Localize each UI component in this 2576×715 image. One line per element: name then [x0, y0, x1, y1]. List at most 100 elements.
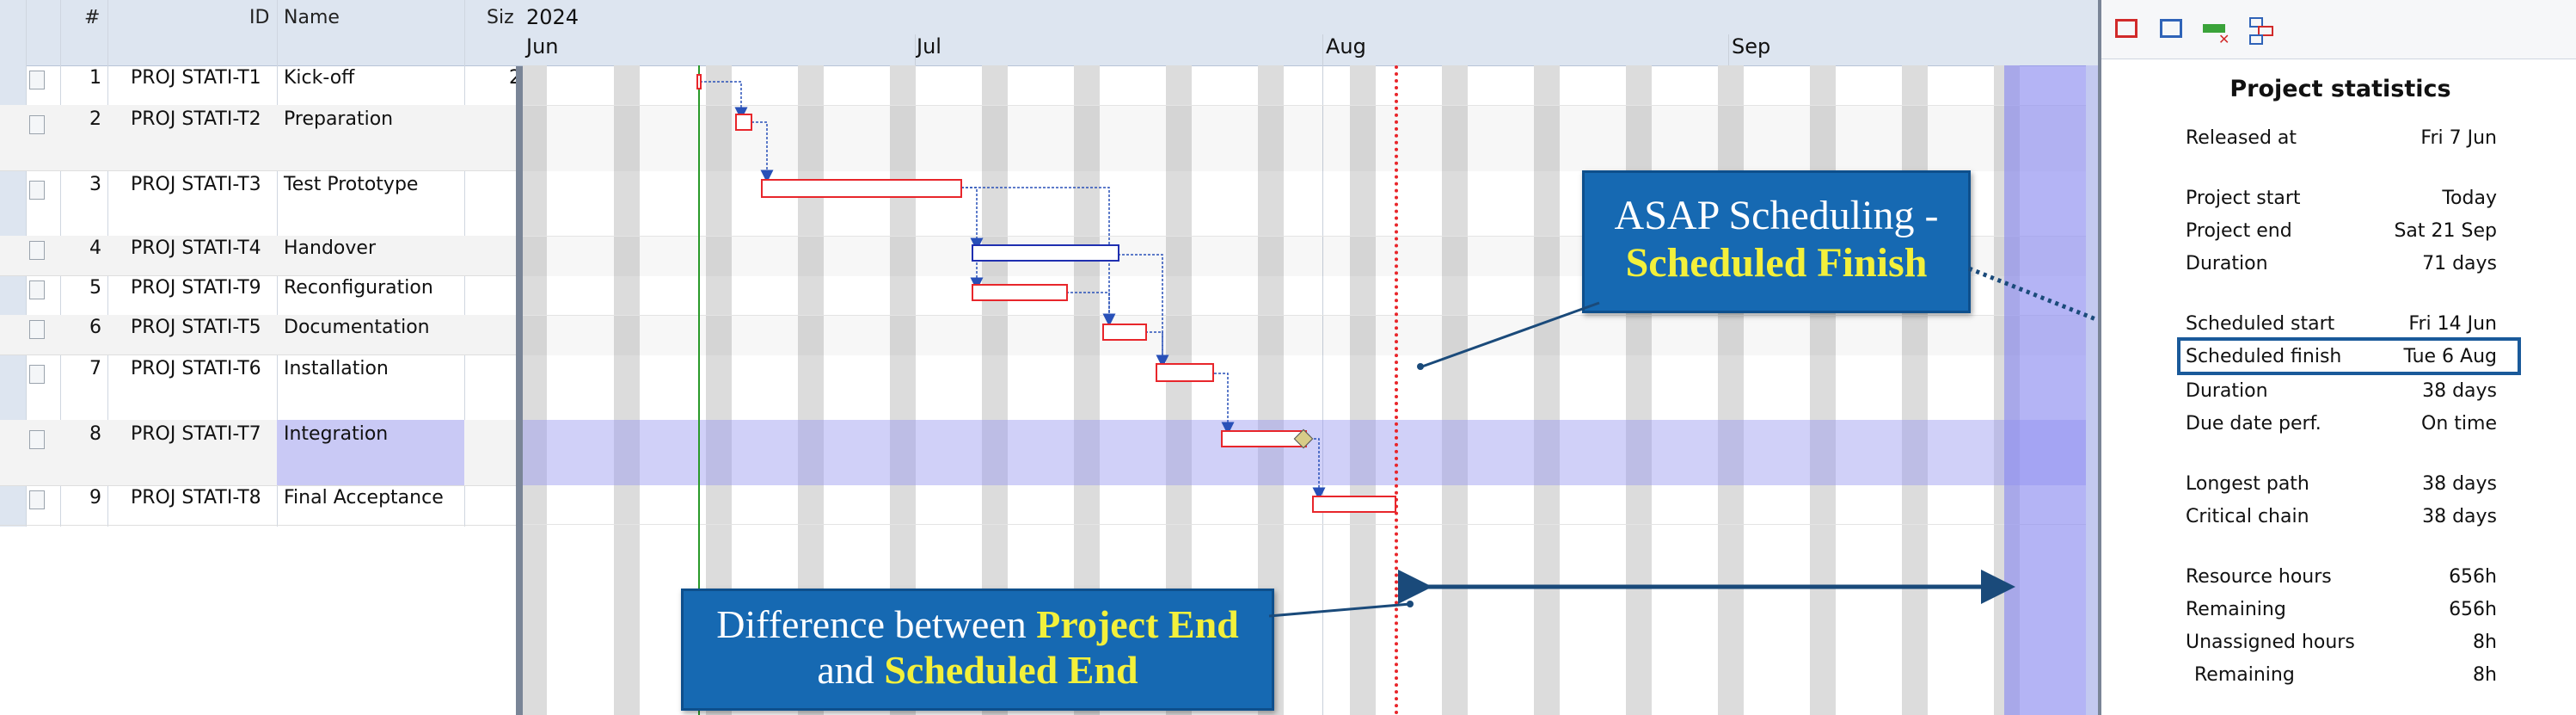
- timeline-month: Aug: [1326, 34, 1366, 59]
- callout-line: ASAP Scheduling -: [1614, 193, 1939, 238]
- task-bar-test-prototype[interactable]: [761, 179, 962, 198]
- task-bar-documentation[interactable]: [1102, 324, 1147, 341]
- weekend-stripe: [1534, 65, 1560, 715]
- row-number: 8: [89, 423, 101, 445]
- task-id: PROJ STATI-T8: [131, 487, 261, 509]
- stat-label: Critical chain: [2186, 506, 2309, 527]
- document-icon: [29, 241, 45, 260]
- stat-label: Unassigned hours: [2186, 632, 2355, 653]
- table-row[interactable]: 4 PROJ STATI-T4 Handover: [0, 236, 516, 276]
- task-name[interactable]: Test Prototype: [284, 174, 419, 195]
- stat-label: Due date perf.: [2186, 413, 2321, 435]
- table-row[interactable]: 7 PROJ STATI-T6 Installation: [0, 354, 516, 421]
- callout-highlight: Project End: [1036, 602, 1239, 646]
- table-row[interactable]: 5 PROJ STATI-T9 Reconfiguration: [0, 275, 516, 316]
- today-line: [698, 65, 700, 715]
- remove-green-icon[interactable]: ✕: [2201, 15, 2232, 47]
- stat-label: Longest path: [2186, 473, 2309, 495]
- table-row[interactable]: 1 PROJ STATI-T1 Kick-off 2: [0, 65, 521, 106]
- gantt-row: [523, 236, 2098, 276]
- column-header-size[interactable]: Siz: [487, 7, 514, 28]
- task-bar-installation[interactable]: [1156, 363, 1214, 382]
- timeline-month: Jun: [526, 34, 559, 59]
- row-number: 6: [89, 317, 101, 338]
- stat-value: 38 days: [2422, 473, 2497, 495]
- statistics-panel: ✕ Project statistics Released at Fri 7 J…: [2098, 0, 2576, 715]
- weekend-stripe: [614, 65, 640, 715]
- row-number: 7: [89, 358, 101, 379]
- callout-text: Difference between: [716, 602, 1027, 646]
- splitter-handle[interactable]: [516, 0, 523, 715]
- stat-label: Resource hours: [2186, 566, 2332, 588]
- column-header-id[interactable]: ID: [249, 7, 270, 28]
- task-id: PROJ STATI-T7: [131, 423, 261, 445]
- callout-difference: Difference between Project End and Sched…: [681, 589, 1274, 711]
- task-id: PROJ STATI-T9: [131, 277, 261, 299]
- stat-value: Tue 6 Aug: [2403, 346, 2497, 367]
- stat-value: Fri 7 Jun: [2420, 127, 2497, 149]
- selected-cell-highlight: [277, 420, 464, 485]
- export-blue-icon[interactable]: [2156, 15, 2187, 43]
- row-number: 2: [89, 108, 101, 130]
- row-number: 1: [89, 67, 101, 89]
- callout-arrows: [1268, 266, 2098, 618]
- task-id: PROJ STATI-T2: [131, 108, 261, 130]
- stat-value: Sat 21 Sep: [2394, 220, 2497, 242]
- callout-highlight: Scheduled End: [884, 648, 1138, 692]
- task-bar-handover[interactable]: [972, 244, 1119, 262]
- task-id: PROJ STATI-T6: [131, 358, 261, 379]
- hierarchy-icon[interactable]: [2246, 15, 2277, 45]
- stat-value: Fri 14 Jun: [2408, 313, 2497, 335]
- task-id: PROJ STATI-T1: [131, 67, 261, 89]
- stat-label: Duration: [2186, 380, 2268, 402]
- timeline-header: [516, 0, 2098, 66]
- task-name[interactable]: Preparation: [284, 108, 394, 130]
- export-red-icon[interactable]: [2112, 15, 2143, 43]
- table-row[interactable]: 9 PROJ STATI-T8 Final Acceptance: [0, 485, 516, 526]
- stat-value: 656h: [2449, 566, 2497, 588]
- table-row-selected[interactable]: 8 PROJ STATI-T7 Integration: [0, 420, 516, 486]
- grid-header: [0, 0, 516, 66]
- gantt-row: [523, 105, 2098, 171]
- task-name[interactable]: Installation: [284, 358, 389, 379]
- timeline-month: Sep: [1732, 34, 1771, 59]
- callout-text: and: [817, 648, 874, 692]
- stat-label: Duration: [2186, 253, 2268, 274]
- task-bar-preparation[interactable]: [735, 114, 752, 131]
- row-number: 3: [89, 174, 101, 195]
- task-name[interactable]: Handover: [284, 237, 376, 259]
- stat-label: Scheduled start: [2186, 313, 2335, 335]
- task-name[interactable]: Final Acceptance: [284, 487, 444, 509]
- stat-label: Scheduled finish: [2186, 346, 2342, 367]
- timeline-month: Jul: [917, 34, 941, 59]
- task-name[interactable]: Reconfiguration: [284, 277, 433, 299]
- task-bar-reconfiguration[interactable]: [972, 284, 1068, 301]
- month-divider: [1322, 34, 1323, 715]
- column-header-num[interactable]: #: [84, 7, 101, 28]
- document-icon: [29, 365, 45, 384]
- stat-value: 38 days: [2422, 506, 2497, 527]
- column-header-name[interactable]: Name: [284, 7, 340, 28]
- task-name[interactable]: Documentation: [284, 317, 430, 338]
- stat-label: Project end: [2186, 220, 2292, 242]
- stat-label: Remaining: [2186, 599, 2286, 620]
- table-row[interactable]: 6 PROJ STATI-T5 Documentation: [0, 315, 516, 355]
- task-bar-kickoff[interactable]: [696, 74, 702, 89]
- task-name[interactable]: Integration: [284, 423, 389, 445]
- stat-value: 8h: [2473, 664, 2497, 686]
- document-icon: [29, 115, 45, 134]
- table-row[interactable]: 3 PROJ STATI-T3 Test Prototype: [0, 170, 516, 237]
- document-icon: [29, 280, 45, 299]
- project-end-edge: [2086, 65, 2098, 715]
- task-name[interactable]: Kick-off: [284, 67, 355, 89]
- task-bar-final-acceptance[interactable]: [1312, 496, 1396, 513]
- stat-label: Project start: [2186, 188, 2301, 209]
- stat-value: 8h: [2473, 632, 2497, 653]
- weekend-stripe: [523, 65, 547, 715]
- table-row[interactable]: 2 PROJ STATI-T2 Preparation: [0, 105, 516, 171]
- weekend-stripe: [1442, 65, 1468, 715]
- stat-value: 71 days: [2422, 253, 2497, 274]
- document-icon: [29, 181, 45, 200]
- callout-line: and Scheduled End: [684, 647, 1272, 693]
- gantt-chart[interactable]: 2024 Jun Jul Aug Sep: [516, 0, 2098, 715]
